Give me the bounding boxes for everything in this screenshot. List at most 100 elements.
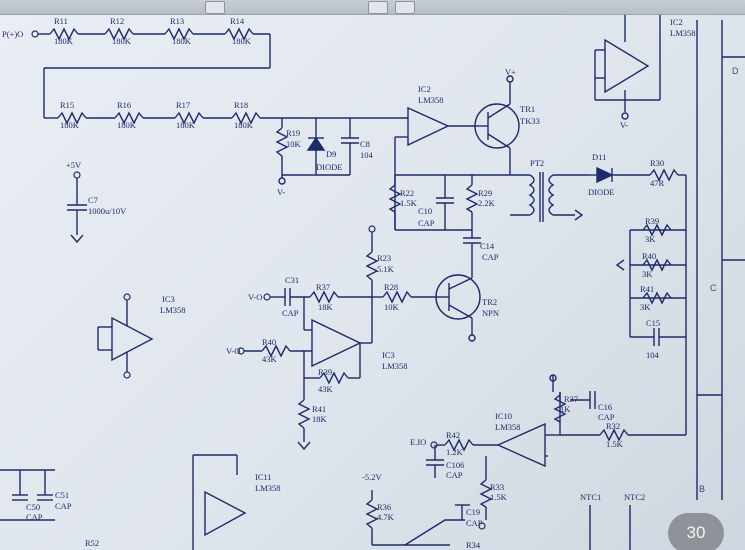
resistor-r11: [49, 27, 79, 41]
opamp-ic2-unit-b: [604, 38, 650, 94]
resistor-r41-b: [297, 399, 311, 429]
label-r52: R52: [85, 538, 99, 548]
zone-label-b: B: [699, 484, 706, 494]
label-r42: R42: [446, 430, 460, 440]
label-r39-b-value: 43K: [318, 384, 334, 394]
label-c50: C50: [26, 502, 40, 512]
label-r15-value: 180K: [60, 120, 80, 130]
label-r13-value: 180K: [172, 36, 192, 46]
label-c10: C10: [418, 206, 432, 216]
label-ic2: IC2: [418, 84, 431, 94]
label-r13: R13: [170, 16, 184, 26]
label-d11: D11: [592, 152, 606, 162]
label-tr2-value: NPN: [482, 308, 499, 318]
label-c31-value: CAP: [282, 308, 299, 318]
label-c19: C19: [466, 507, 480, 517]
label-r19-value: 10K: [286, 139, 302, 149]
zone-label-c: C: [710, 283, 717, 293]
label-ic11-value: LM358: [255, 483, 281, 493]
label-c51-value: CAP: [55, 501, 72, 511]
toolbar-button-1[interactable]: [205, 1, 225, 14]
resistor-r40-b: [261, 344, 291, 358]
label-vminus: V-: [277, 187, 285, 197]
label-d9-value: DIODE: [316, 162, 342, 172]
resistor-r18: [231, 111, 261, 125]
label-c106-value: CAP: [446, 470, 463, 480]
label-r39-value: 3K: [645, 234, 656, 244]
label-r16: R16: [117, 100, 131, 110]
label-r22: R22: [400, 188, 414, 198]
label-ic3-b: IC3: [162, 294, 175, 304]
toolbar-button-2[interactable]: [368, 1, 388, 14]
label-r12-value: 180K: [112, 36, 132, 46]
label-r22-value: 1.5K: [400, 198, 418, 208]
label-ic2-value: LM358: [418, 95, 444, 105]
resistor-r39: [642, 223, 672, 237]
label-r12: R12: [110, 16, 124, 26]
label-r42-value: 1.2K: [446, 447, 464, 457]
toolbar-button-3[interactable]: [395, 1, 415, 14]
resistor-r41: [642, 291, 672, 305]
opamp-ic2: [407, 106, 450, 147]
label-c14: C14: [480, 241, 495, 251]
label-c8-value: 104: [360, 150, 374, 160]
label-vminus-2: V-: [620, 120, 628, 130]
resistor-r23: [365, 251, 379, 281]
label-r17: R17: [176, 100, 190, 110]
label-ic11: IC11: [255, 472, 272, 482]
label-plus5v: +5V: [66, 160, 82, 170]
input-pin-label: P(+)O: [2, 29, 23, 39]
label-r33: R33: [490, 482, 504, 492]
label-c15-value: 104: [646, 350, 660, 360]
label-c16-value: CAP: [598, 412, 615, 422]
resistor-r32: [599, 428, 629, 442]
resistor-r39-b: [319, 371, 349, 385]
resistor-r36: [365, 499, 379, 529]
opamp-ic3: [311, 318, 362, 368]
resistor-r29: [465, 184, 479, 213]
resistor-r12: [104, 27, 134, 41]
resistor-r33: [479, 479, 493, 508]
label-r18-value: 180K: [234, 120, 254, 130]
label-r32-value: 1.5K: [606, 439, 624, 449]
label-r36-value: 4.7K: [377, 512, 395, 522]
label-c31: C31: [285, 275, 299, 285]
label-r37: R37: [316, 282, 330, 292]
label-c16: C16: [598, 402, 612, 412]
label-r14-value: 180K: [232, 36, 252, 46]
label-c7: C7: [88, 195, 98, 205]
label-r41-b-value: 18K: [312, 414, 328, 424]
label-r18: R18: [234, 100, 248, 110]
resistor-r17: [174, 111, 204, 125]
label-ic3: IC3: [382, 350, 395, 360]
label-ic2b: IC2: [670, 17, 683, 27]
label-r37-b: R37: [564, 394, 578, 404]
label-ntc1: NTC1: [580, 492, 601, 502]
label-ntc2: NTC2: [624, 492, 645, 502]
resistor-r14: [224, 27, 254, 41]
resistor-r16: [114, 111, 144, 125]
label-c10-value: CAP: [418, 218, 435, 228]
label-r40: R40: [642, 251, 656, 261]
label-r40-b: R40: [262, 337, 276, 347]
label-ic3-b-value: LM358: [160, 305, 186, 315]
label-c7-value: 1000u/10V: [88, 206, 127, 216]
label-ic10-value: LM358: [495, 422, 521, 432]
label-r34: R34: [466, 540, 481, 550]
label-c106: C106: [446, 460, 464, 470]
label-r40-b-value: 43K: [262, 354, 278, 364]
resistor-r37-b: [553, 394, 567, 423]
zoom-indicator[interactable]: 30: [668, 513, 724, 550]
label-r30-value: 47R: [650, 178, 665, 188]
diode-d9: [306, 136, 326, 151]
resistor-r15: [57, 111, 87, 125]
label-r41-value: 3K: [640, 302, 651, 312]
diode-d11: [596, 166, 614, 184]
label-tr2: TR2: [482, 297, 497, 307]
label-minus5v: -5.2V: [362, 472, 382, 482]
label-ic2b-value: LM358: [670, 28, 696, 38]
label-r41: R41: [640, 284, 654, 294]
opamp-ic11: [204, 490, 247, 537]
